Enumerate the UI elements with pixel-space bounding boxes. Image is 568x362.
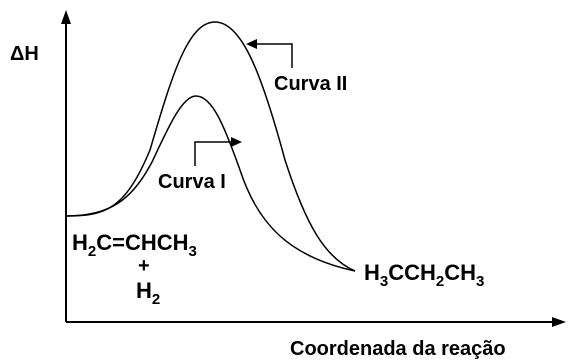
curve-1	[65, 95, 356, 272]
reactant-hydrogen-h: H	[136, 278, 152, 303]
product-propane-h: H	[364, 260, 380, 285]
product-propane-body-1: CCH	[388, 260, 436, 285]
curve-2-pointer-arrowhead	[246, 39, 257, 49]
curve-1-pointer-arrowhead	[231, 137, 242, 147]
y-axis-label: ΔH	[10, 43, 39, 65]
reactant-plus: +	[138, 255, 150, 277]
x-axis-label: Coordenada da reação	[290, 338, 506, 360]
product-propane-sub-3: 3	[476, 273, 484, 290]
curve-2	[65, 21, 356, 272]
curve-2-label: Curva II	[274, 73, 347, 95]
reactant-propene-h: H	[72, 230, 88, 255]
product-propane: H3CCH2CH3	[364, 260, 484, 290]
reactant-propene: H2C=CHCH3	[72, 230, 197, 260]
reactant-propene-sub-1: 2	[88, 243, 96, 260]
product-propane-sub-2: 2	[436, 273, 444, 290]
reactant-propene-sub-2: 3	[189, 243, 197, 260]
reactant-propene-body: C=CHCH	[96, 230, 188, 255]
product-propane-body-2: CH	[444, 260, 476, 285]
reactant-hydrogen: H2	[136, 278, 160, 308]
x-axis-arrowhead	[552, 317, 566, 327]
curve-2-pointer	[256, 43, 293, 68]
reactant-hydrogen-sub: 2	[152, 291, 160, 308]
product-propane-sub-1: 3	[380, 273, 388, 290]
curve-1-label: Curva I	[158, 171, 226, 193]
curve-1-pointer	[194, 141, 232, 166]
y-axis-arrowhead	[61, 10, 71, 24]
